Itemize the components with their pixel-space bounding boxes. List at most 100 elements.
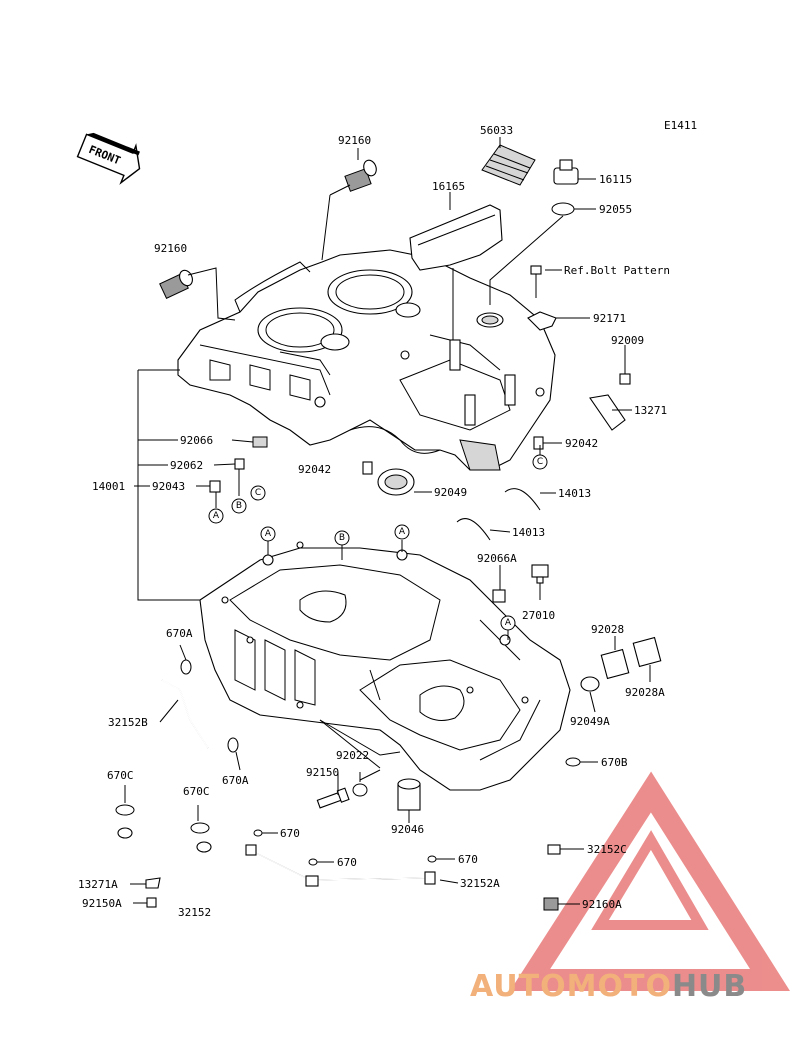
part-27010-switch <box>531 564 549 584</box>
part-670B-ring <box>565 757 581 767</box>
part-92049A-seal <box>580 676 600 692</box>
callout-92160-top: 92160 <box>338 134 371 147</box>
part-670A-ring-top <box>180 659 192 675</box>
part-92049-oil-seal <box>377 468 415 496</box>
callout-56033: 56033 <box>480 124 513 137</box>
part-92160-left <box>159 269 193 299</box>
callout-16165: 16165 <box>432 180 465 193</box>
part-92055-o-ring <box>551 202 575 216</box>
part-92160A <box>543 897 559 911</box>
part-670-ring-3 <box>427 855 437 863</box>
part-56033-plate <box>481 144 536 186</box>
part-92028-collar <box>600 648 630 680</box>
callout-670B: 670B <box>601 756 628 769</box>
callout-92066: 92066 <box>180 434 213 447</box>
callout-32152B: 32152B <box>108 716 148 729</box>
part-92150A-bolt <box>146 897 157 908</box>
watermark-part-1: AUTOMOTO <box>470 969 672 1004</box>
callout-27010: 27010 <box>522 609 555 622</box>
svg-text:A: A <box>505 618 512 628</box>
callout-92171: 92171 <box>593 312 626 325</box>
part-92009-screw <box>619 373 631 385</box>
callout-92160A: 92160A <box>582 898 622 911</box>
callout-92160-left: 92160 <box>154 242 187 255</box>
svg-text:A: A <box>213 511 220 521</box>
part-92062-pin <box>234 458 245 470</box>
part-16115-cap <box>553 159 579 185</box>
marker-a-lower-center: A <box>394 524 410 540</box>
callout-92049: 92049 <box>434 486 467 499</box>
part-92022-washer <box>352 783 368 797</box>
callout-ref-bolt-pattern: Ref.Bolt Pattern <box>564 264 670 277</box>
part-670-ring-2 <box>308 858 318 866</box>
svg-text:AUTOMOTOHUB: AUTOMOTOHUB <box>470 969 747 1004</box>
part-670C-ring-left <box>115 804 135 816</box>
callout-32152: 32152 <box>178 906 211 919</box>
part-92150-bolt <box>316 787 350 809</box>
callout-670C-left: 670C <box>107 769 134 782</box>
part-92042-pin-right <box>533 436 544 450</box>
lower-crankcase <box>199 541 571 791</box>
marker-b-upper: B <box>231 498 247 514</box>
svg-text:C: C <box>537 457 543 467</box>
callout-670A-top: 670A <box>166 627 193 640</box>
callout-670A-bottom: 670A <box>222 774 249 787</box>
part-14013-arc-left <box>456 518 491 541</box>
callout-670C-right: 670C <box>183 785 210 798</box>
callout-92042-right: 92042 <box>565 437 598 450</box>
marker-a-lower-left: A <box>260 526 276 542</box>
front-direction-arrow: FRONT <box>76 132 141 185</box>
part-92043-pin <box>209 480 221 493</box>
callout-14013-left: 14013 <box>512 526 545 539</box>
callout-92009: 92009 <box>611 334 644 347</box>
marker-c-right: C <box>532 454 548 470</box>
callout-16115: 16115 <box>599 173 632 186</box>
svg-text:C: C <box>255 488 261 498</box>
callout-92022: 92022 <box>336 749 369 762</box>
part-16165-cover <box>409 204 503 271</box>
marker-a-lower-right: A <box>500 615 516 631</box>
marker-a-upper: A <box>208 508 224 524</box>
callout-92028A: 92028A <box>625 686 665 699</box>
part-32152-pipe <box>124 834 206 876</box>
callout-92150: 92150 <box>306 766 339 779</box>
small-parts <box>115 144 662 911</box>
part-92171-clamp <box>527 311 557 331</box>
callout-92028: 92028 <box>591 623 624 636</box>
ref-bolt <box>530 265 542 298</box>
part-92046-bearing <box>397 778 421 811</box>
svg-text:B: B <box>236 501 242 511</box>
callout-labels: E1411 92160 56033 16165 16115 92055 9216… <box>78 119 697 919</box>
part-13271-plate <box>589 394 626 431</box>
leader-lines <box>124 137 651 905</box>
callout-92055: 92055 <box>599 203 632 216</box>
watermark-part-2: HUB <box>672 969 747 1004</box>
callout-670-3: 670 <box>458 853 478 866</box>
callout-92043: 92043 <box>152 480 185 493</box>
part-92160-top <box>344 159 377 192</box>
callout-13271: 13271 <box>634 404 667 417</box>
callout-92042-center: 92042 <box>298 463 331 476</box>
diagram-code: E1411 <box>664 119 697 132</box>
callout-14013-right: 14013 <box>558 487 591 500</box>
watermark-text: AUTOMOTOHUB <box>470 969 747 1004</box>
upper-crankcase <box>177 249 556 471</box>
part-92066A <box>492 589 506 603</box>
part-13271A-bracket <box>145 877 161 889</box>
watermark-logo <box>509 771 790 991</box>
callout-92066A: 92066A <box>477 552 517 565</box>
callout-92049A: 92049A <box>570 715 610 728</box>
svg-text:B: B <box>339 533 345 543</box>
callout-92062: 92062 <box>170 459 203 472</box>
callout-13271A: 13271A <box>78 878 118 891</box>
part-670C-ring-right <box>190 822 210 834</box>
callout-32152A: 32152A <box>460 877 500 890</box>
marker-b-lower: B <box>334 530 350 546</box>
part-92028A-collar <box>632 636 662 668</box>
part-14013-arc-right <box>504 488 541 511</box>
callout-92150A: 92150A <box>82 897 122 910</box>
svg-text:A: A <box>265 529 272 539</box>
svg-text:A: A <box>399 527 406 537</box>
